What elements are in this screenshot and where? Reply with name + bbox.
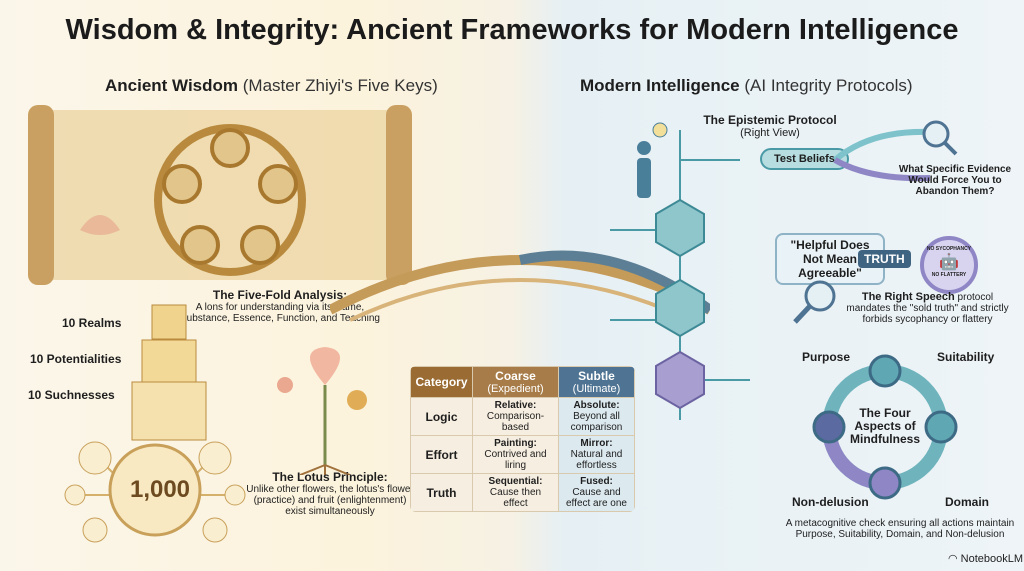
epistemic-protocol: The Epistemic Protocol (Right View)	[703, 113, 837, 139]
magnifier-chart-icon	[922, 120, 958, 156]
branch-arrows-icon	[833, 128, 931, 182]
aspect-domain: Domain	[945, 495, 990, 509]
page-title: Wisdom & Integrity: Ancient Frameworks f…	[65, 14, 959, 46]
notebooklm-icon: ◠	[948, 553, 961, 565]
aspect-purpose: Purpose	[802, 350, 851, 364]
table-header: Subtle(Ultimate)	[558, 366, 635, 398]
scroll-illustration	[28, 105, 412, 285]
truth-badge: TRUTH	[858, 250, 911, 268]
aspect-suitability: Suitability	[937, 350, 995, 364]
comparison-table: Category Coarse(Expedient) Subtle(Ultima…	[410, 366, 635, 512]
lotus-principle: The Lotus Principle: Unlike other flower…	[246, 470, 414, 517]
total-count: 1,000	[129, 476, 191, 503]
robot-icon: 🤖	[939, 254, 959, 271]
circuit-illustration	[610, 130, 750, 420]
tier-label: 10 Potentialities	[30, 352, 122, 366]
left-heading: Ancient Wisdom (Master Zhiyi's Five Keys…	[105, 76, 438, 95]
right-heading: Modern Intelligence (AI Integrity Protoc…	[580, 76, 913, 95]
table-header: Category	[410, 366, 473, 398]
right-speech: The Right Speech protocol mandates the "…	[846, 291, 1009, 326]
mindfulness-center: The Four Aspects of Mindfulness	[849, 406, 920, 446]
brand-logo: ◠ NotebookLM	[948, 553, 1024, 565]
person-lightbulb-icon	[637, 122, 668, 198]
table-header: Coarse(Expedient)	[472, 366, 559, 398]
mindfulness-cycle	[812, 354, 958, 500]
evidence-question: What Specific Evidence Would Force You t…	[898, 164, 1012, 197]
cube-tower-illustration	[64, 304, 246, 543]
test-beliefs-pill: Test Beliefs	[760, 148, 849, 170]
magnifier-icon	[793, 280, 836, 324]
aspect-non-delusion: Non-delusion	[792, 495, 869, 509]
no-sycophancy-stamp: NO SYCOPHANCY🤖NO FLATTERY	[920, 236, 978, 294]
lotus-illustration	[277, 347, 367, 475]
tier-label: 10 Realms	[62, 316, 122, 330]
mindfulness-caption: A metacognitive check ensuring all actio…	[785, 518, 1015, 540]
five-fold-analysis: The Five-Fold Analysis: A lons for under…	[180, 288, 380, 324]
tier-label: 10 Suchnesses	[28, 388, 115, 402]
